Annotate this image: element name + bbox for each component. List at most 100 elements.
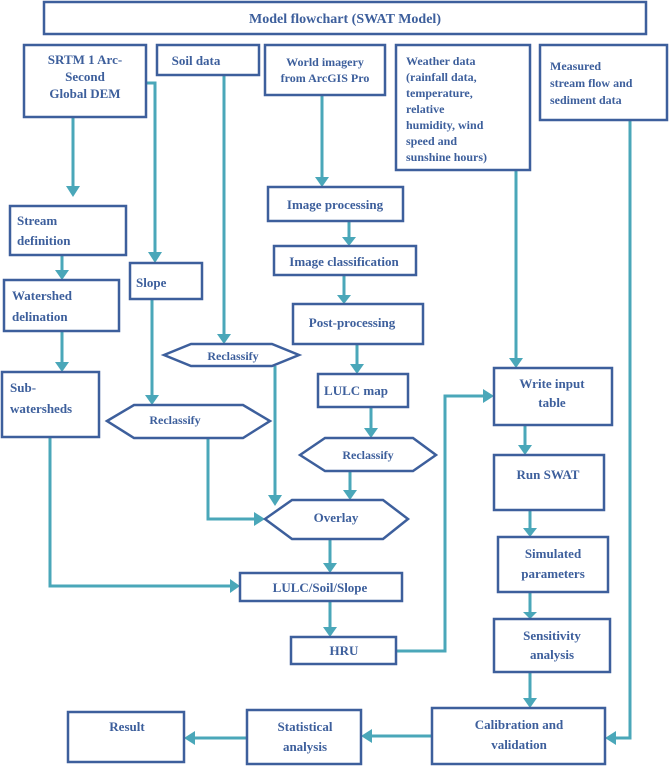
overlay-label: Overlay [314,510,359,525]
arrowhead-simulated-parameters [523,528,537,537]
sub-watersheds-line: watersheds [10,401,72,416]
simulated-parameters-box: Simulated parameters [496,535,610,594]
arrowhead-reclassify-lulc [364,428,378,438]
reclassify-lulc-label: Reclassify [342,448,393,462]
statistical-analysis-line: analysis [283,739,327,754]
stream-definition-line: definition [17,233,71,248]
simulated-parameters-line: Simulated [525,546,582,561]
watershed-delineation-line: Watershed [12,288,73,303]
reclassify-slope-line: Reclassify [149,413,200,427]
write-input-table-line: table [538,395,566,410]
arrowhead-reclassify-soil [217,334,231,344]
simulated-parameters-label: Simulated parameters [521,546,585,581]
run-swat-label: Run SWAT [517,467,580,482]
post-processing-box: Post-processing [291,302,425,346]
arrowhead-write-input-left [483,389,494,403]
calibration-validation-line: validation [491,737,547,752]
world-imagery-label: World imagery from ArcGIS Pro [281,55,370,85]
arrowhead-result [184,731,195,745]
image-classification-line: Image classification [289,254,399,269]
connector-measured-to-calibration [616,120,632,740]
result-box: Result [66,710,186,764]
arrowhead-lulc-soil-slope-left [230,579,240,593]
hru-label: HRU [330,643,360,658]
calibration-validation-box: Calibration and validation [430,706,607,766]
slope-box: Slope [128,261,204,301]
sub-watersheds-line: Sub- [10,380,36,395]
sensitivity-analysis-box: Sensitivity analysis [492,617,612,674]
reclassify-lulc-hexagon: Reclassify [297,436,439,473]
watershed-delineation-line: delination [12,309,68,324]
title-text: Model flowchart (SWAT Model) [249,12,441,27]
simulated-parameters-line: parameters [521,566,585,581]
soil-data-line: Soil data [172,53,221,68]
hru-box: HRU [289,635,398,666]
arrowhead-sensitivity-analysis [523,612,537,619]
sub-watersheds-label: Sub-watersheds [10,380,72,416]
arrowhead-hru [323,627,337,637]
srtm-line: Second [65,69,106,84]
connector-reclassify-slope-to-overlay [206,438,254,521]
image-processing-box: Image processing [266,185,405,223]
stream-definition-label: Stream definition [17,213,71,248]
result-line: Result [109,719,145,734]
arrowhead-overlay-left [254,512,265,526]
arrowhead-image-classification [342,237,356,246]
arrowhead-calibration-top [523,698,537,708]
watershed-delineation-box: Watershed delination [2,278,121,333]
arrowhead-watershed-delineation [55,270,69,280]
measured-flow-line: stream flow and [550,76,633,90]
result-label: Result [109,719,145,734]
weather-data-line: sunshine hours) [406,150,487,164]
statistical-analysis-label: Statistical analysis [278,719,333,754]
reclassify-slope-hexagon: Reclassify [104,403,273,440]
connector-hru-to-write-input [396,394,483,653]
weather-data-line: Weather data [406,54,475,68]
title-box: Model flowchart (SWAT Model) [42,0,648,36]
weather-data-line: relative [406,102,445,116]
sensitivity-analysis-label: Sensitivity analysis [523,628,581,662]
connector-subwatersheds-to-lulc-soil-slope [48,437,230,588]
arrowhead-statistical-analysis [361,729,372,743]
lulc-soil-slope-box: LULC/Soil/Slope [238,571,404,603]
reclassify-soil-hexagon: Reclassify [160,342,303,368]
lulc-soil-slope-line: LULC/Soil/Slope [273,580,368,595]
image-classification-box: Image classification [272,244,418,277]
weather-data-line: temperature, [406,86,473,100]
arrowhead-reclassify-slope [145,395,159,405]
sensitivity-analysis-line: Sensitivity [523,628,581,643]
arrowhead-calibration-right [605,731,616,745]
weather-data-line: speed and [406,134,457,148]
weather-data-box: Weather data (rainfall data, temperature, r… [394,43,532,172]
slope-line: Slope [136,275,167,290]
run-swat-line: Run SWAT [517,467,580,482]
world-imagery-line: World imagery [286,55,364,69]
watershed-delineation-label: Watershed delination [12,288,73,324]
image-processing-line: Image processing [287,197,384,212]
arrowhead-slope [148,252,162,263]
arrowhead-image-processing [315,177,329,187]
arrowhead-run-swat [518,445,532,455]
overlay-hexagon: Overlay [262,498,411,541]
world-imagery-line: from ArcGIS Pro [281,71,370,85]
slope-label: Slope [136,275,167,290]
calibration-validation-line: Calibration and [475,717,564,732]
image-processing-label: Image processing [287,197,384,212]
weather-data-line: (rainfall data, [406,70,477,84]
arrowhead-post-processing [337,295,351,304]
statistical-analysis-line: Statistical [278,719,333,734]
arrowhead-write-input-top [509,358,523,368]
measured-flow-line: Measured [550,59,601,73]
stream-definition-box: Stream definition [8,204,128,257]
srtm-line: Global DEM [49,86,120,101]
stream-definition-line: Stream [17,213,57,228]
reclassify-slope-label: Reclassify [149,413,200,427]
measured-flow-line: sediment data [550,93,622,107]
arrowhead-lulc-map [350,364,364,374]
sensitivity-analysis-line: analysis [530,647,574,662]
connector-soil-to-slope [146,81,157,252]
